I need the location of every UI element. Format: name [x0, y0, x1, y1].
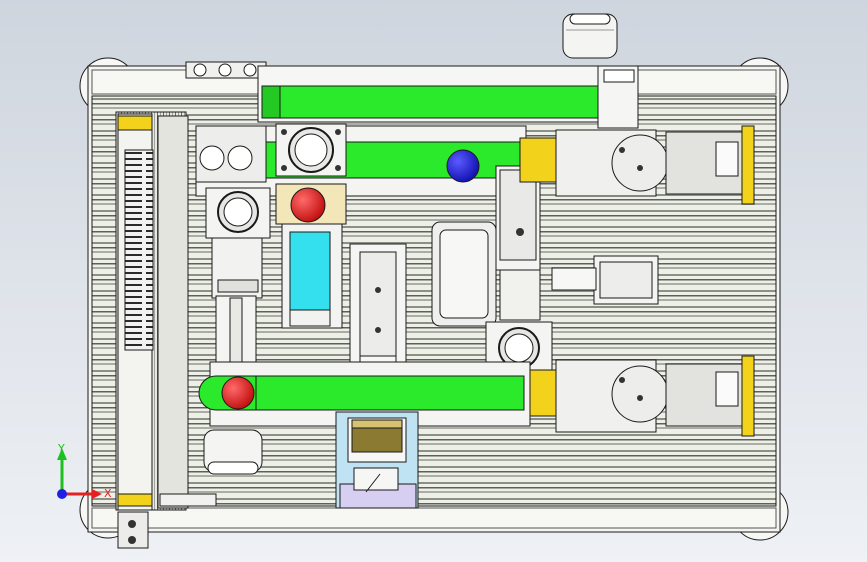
cyan-block [281, 223, 343, 329]
center-carriage [349, 243, 407, 375]
top-screws [185, 61, 267, 79]
x-axis-arrowhead [92, 489, 102, 499]
cylinder-top [562, 13, 618, 59]
red-button-upper [275, 183, 347, 225]
blue-indicator [446, 149, 480, 183]
gripper-right-upper [519, 125, 755, 205]
z-axis-dot [57, 489, 67, 499]
bottom-clamp [335, 411, 419, 509]
gripper-right-lower [521, 355, 755, 437]
green-slide-upper [257, 65, 639, 129]
right-actuator [551, 255, 659, 305]
left-rail-assembly [115, 111, 217, 549]
axis-triad: Y X [57, 442, 112, 500]
y-axis-arrowhead [57, 448, 67, 460]
red-button-lower [221, 376, 255, 410]
x-axis-label: X [104, 487, 112, 500]
y-axis-label: Y [57, 442, 65, 455]
cylinder-bottom [203, 429, 263, 475]
center-plate [431, 221, 497, 327]
bearing-block-left [205, 187, 271, 299]
bearing-block-upper [275, 123, 347, 177]
